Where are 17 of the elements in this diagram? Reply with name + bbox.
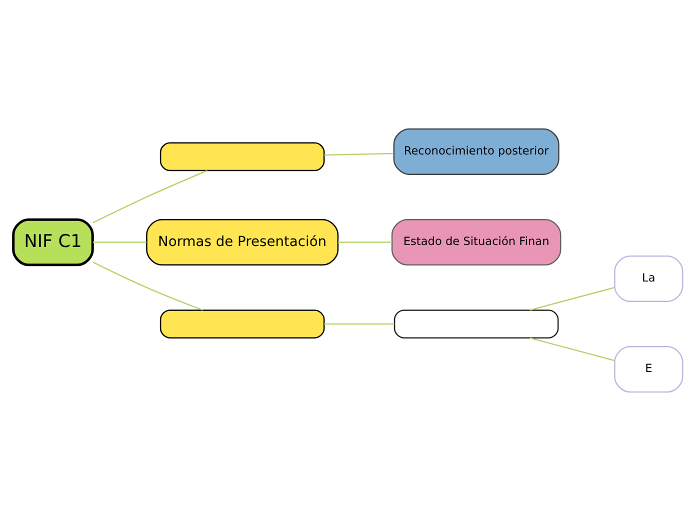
node-box: E	[614, 346, 684, 392]
connector	[338, 241, 392, 242]
node-box	[160, 309, 325, 338]
connector	[92, 170, 208, 223]
node-box: Reconocimiento posterior	[393, 128, 560, 174]
node-box: NIF C1	[12, 218, 94, 266]
connector	[324, 152, 394, 156]
node-box	[160, 142, 325, 171]
connector	[92, 261, 203, 310]
connector	[92, 241, 147, 242]
node-box: Normas de Presentación	[146, 218, 339, 266]
connector	[530, 286, 614, 310]
connector	[324, 322, 394, 324]
node-box	[394, 309, 559, 338]
node-box: Estado de Situación Finan	[391, 218, 562, 266]
node-box: La	[614, 254, 684, 302]
connector	[530, 336, 614, 361]
